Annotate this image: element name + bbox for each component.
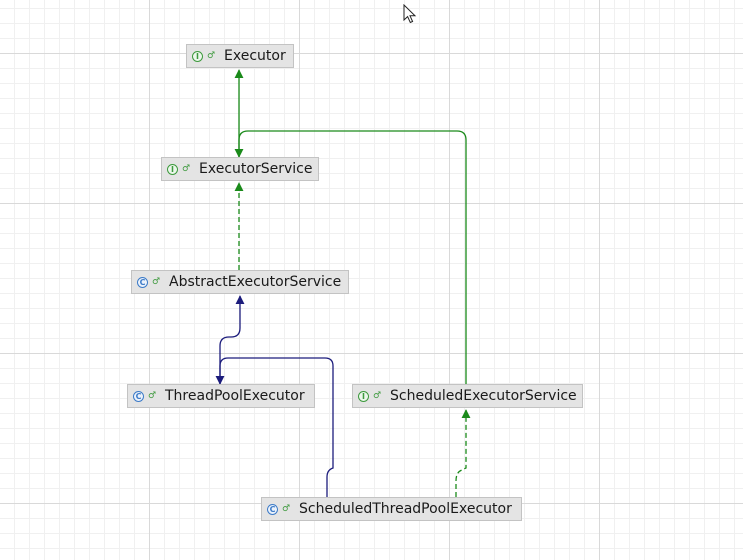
node-executor[interactable]: I ♂ Executor — [186, 44, 294, 68]
node-executor-service[interactable]: I ♂ ExecutorService — [161, 157, 319, 181]
public-access-icon: ♂ — [152, 277, 161, 287]
node-label: ThreadPoolExecutor — [165, 388, 305, 404]
edge-threadpoolexecutor-to-abstractexecutorservice — [219, 295, 245, 384]
node-abstract-executor-service[interactable]: C ♂ AbstractExecutorService — [131, 270, 349, 294]
edge-scheduledthreadpoolexecutor-to-scheduledexecutorservice — [455, 409, 471, 497]
node-scheduled-executor-service[interactable]: I ♂ ScheduledExecutorService — [352, 384, 583, 408]
public-access-icon: ♂ — [373, 391, 382, 401]
public-access-icon: ♂ — [282, 504, 291, 514]
public-access-icon: ♂ — [182, 164, 191, 174]
mouse-pointer-icon — [403, 4, 417, 24]
node-label: ExecutorService — [199, 161, 313, 177]
edge-scheduledexecutorservice-to-executorservice — [234, 130, 467, 384]
class-icon: C — [267, 503, 278, 515]
interface-icon: I — [358, 390, 369, 402]
public-access-icon: ♂ — [148, 391, 157, 401]
class-icon: C — [137, 276, 148, 288]
node-label: AbstractExecutorService — [169, 274, 342, 290]
edge-scheduledthreadpoolexecutor-to-threadpoolexecutor — [215, 357, 334, 497]
class-icon: C — [133, 390, 144, 402]
interface-icon: I — [167, 163, 178, 175]
node-thread-pool-executor[interactable]: C ♂ ThreadPoolExecutor — [127, 384, 315, 408]
interface-icon: I — [192, 50, 203, 62]
node-label: ScheduledThreadPoolExecutor — [299, 501, 512, 517]
public-access-icon: ♂ — [207, 51, 216, 61]
node-label: Executor — [224, 48, 286, 64]
node-label: ScheduledExecutorService — [390, 388, 577, 404]
node-scheduled-thread-pool-executor[interactable]: C ♂ ScheduledThreadPoolExecutor — [261, 497, 522, 521]
